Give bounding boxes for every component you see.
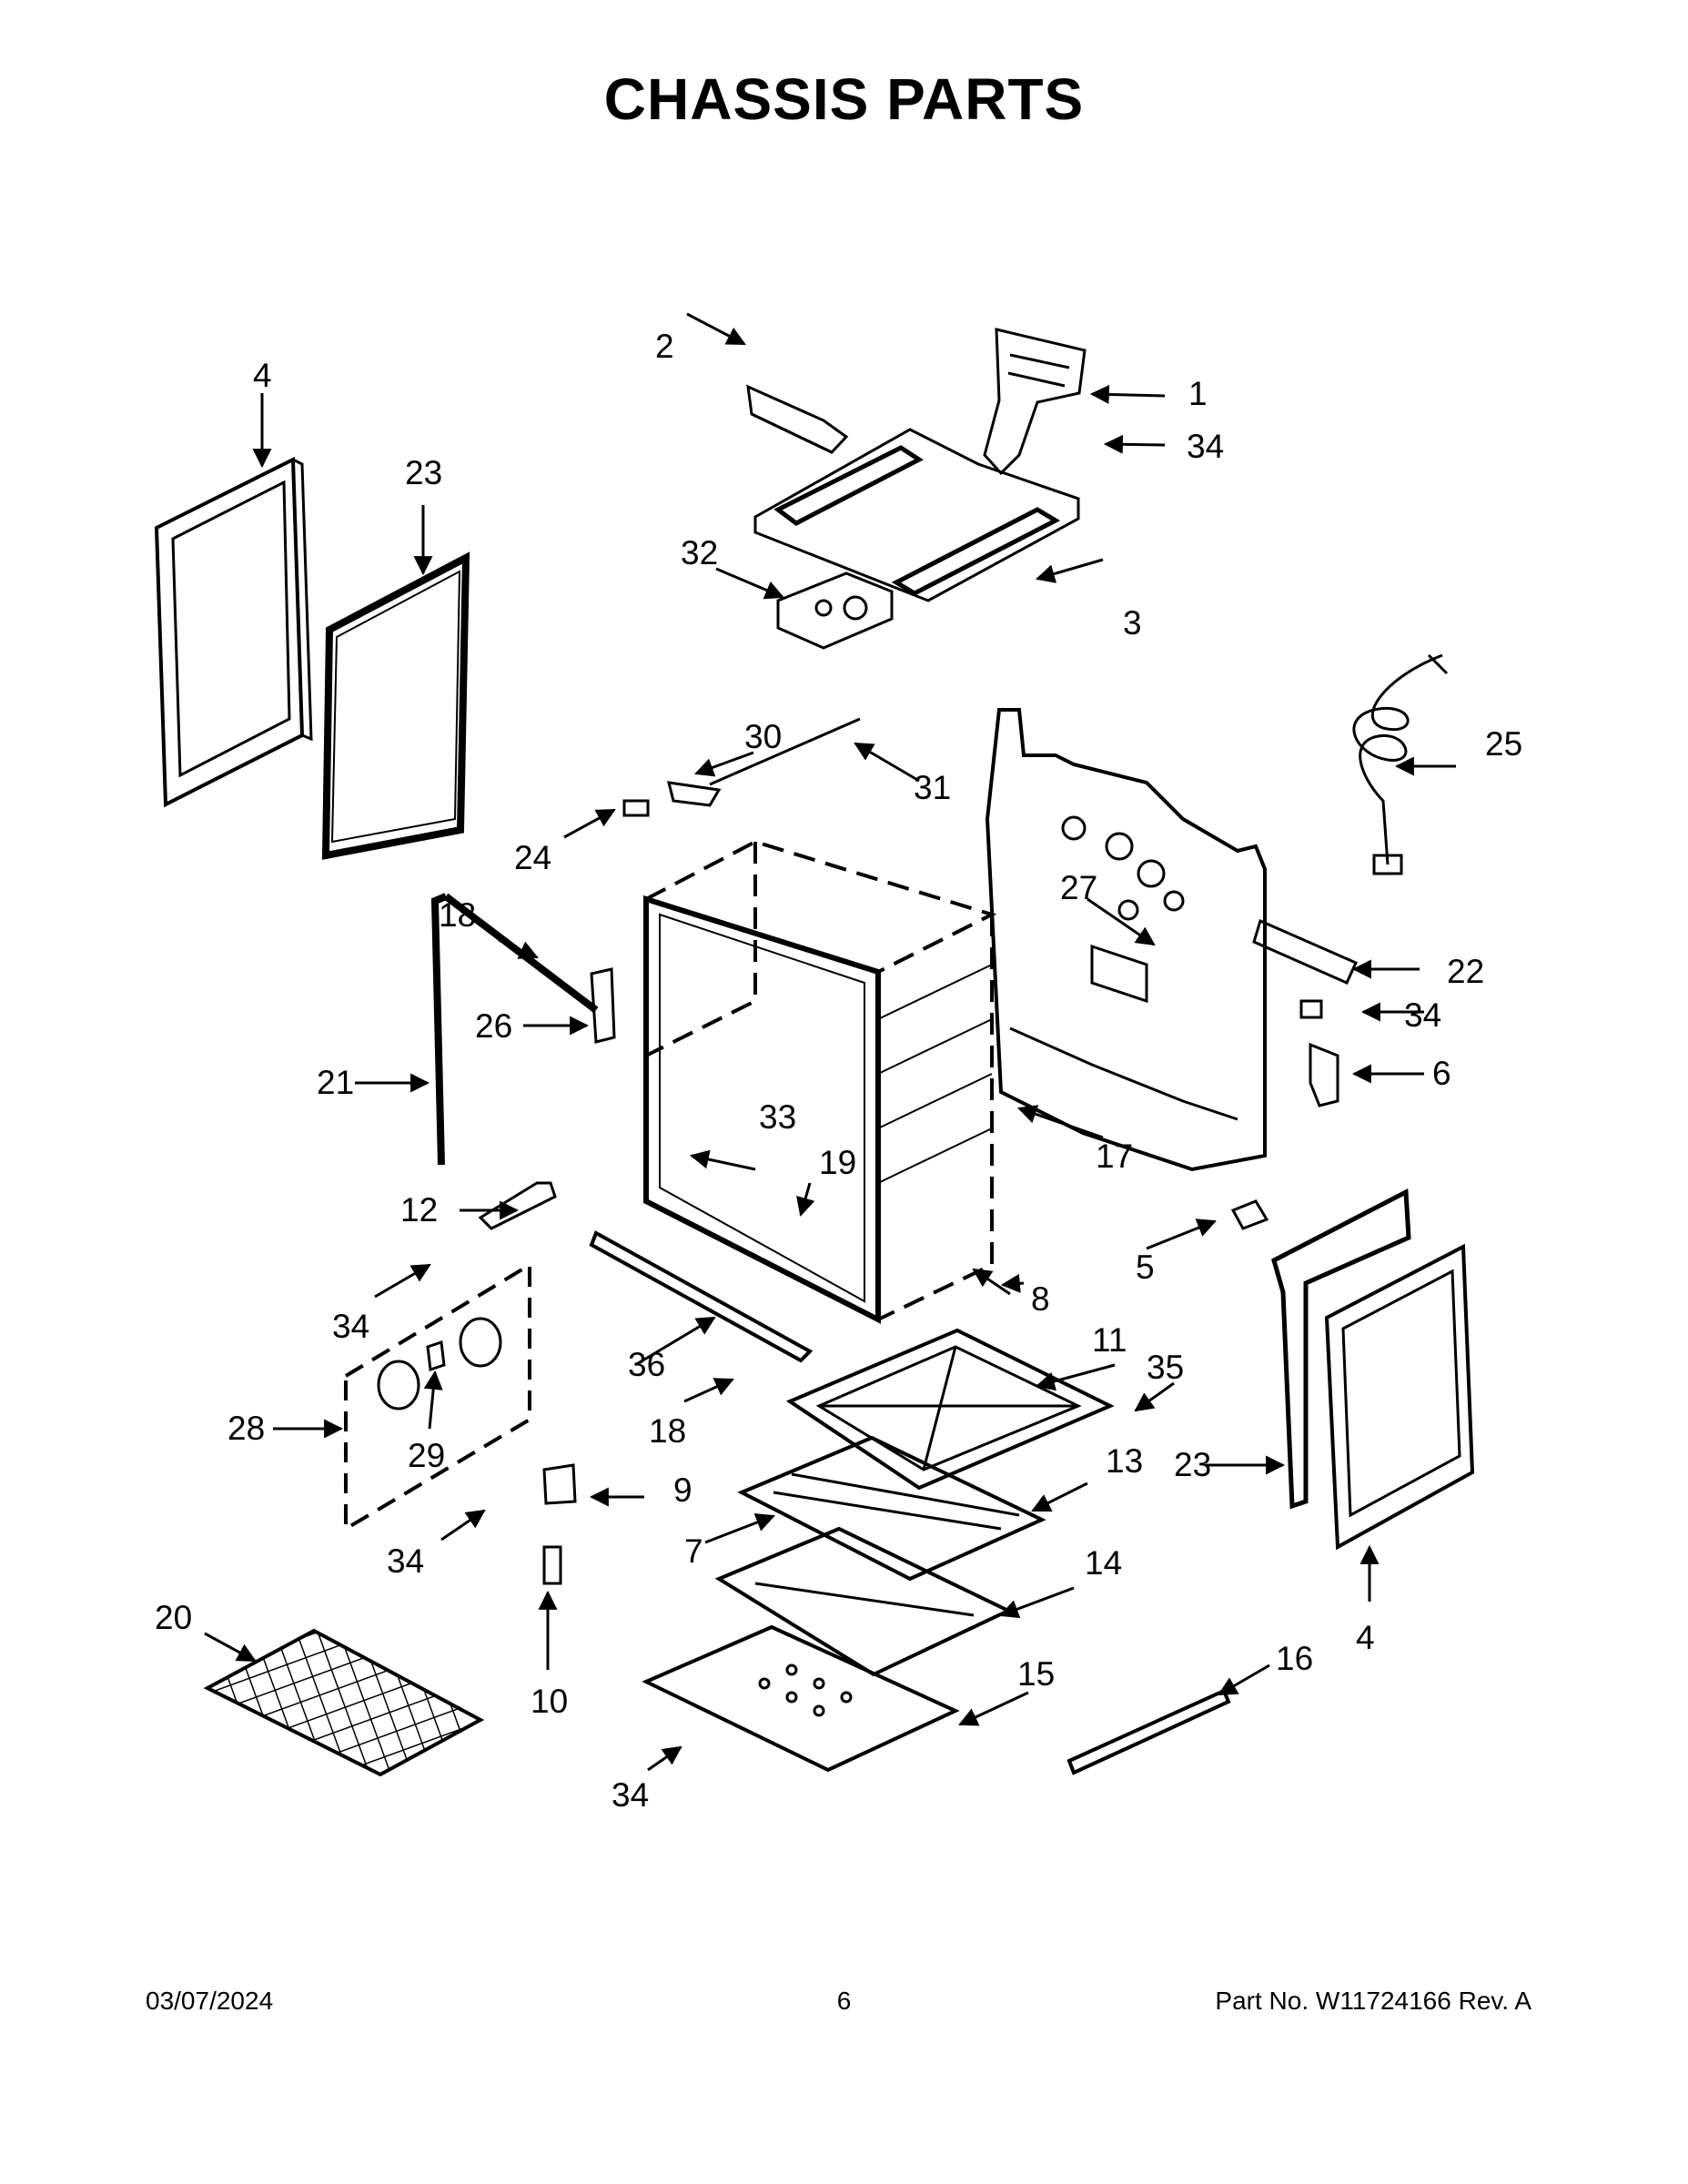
power-cord — [1352, 653, 1449, 875]
bottom-tray — [785, 1328, 1115, 1491]
oven-cavity — [643, 839, 997, 1324]
callout-8: 8 — [1031, 1280, 1050, 1318]
callout-1: 1 — [1188, 375, 1208, 412]
gasket — [430, 893, 599, 1166]
top-cover — [753, 428, 1080, 602]
rod — [709, 717, 861, 786]
side-panel-right — [1324, 1243, 1475, 1551]
callout-12: 12 — [400, 1191, 438, 1228]
callout-35: 35 — [1147, 1349, 1184, 1386]
callout-33: 33 — [759, 1098, 796, 1136]
pan — [714, 1526, 1013, 1677]
valve-fitting — [542, 1545, 562, 1585]
callout-34-top: 34 — [1187, 428, 1224, 465]
callout-6: 6 — [1432, 1055, 1451, 1092]
callout-25: 25 — [1485, 725, 1522, 763]
footer-page-number: 6 — [836, 1987, 852, 2015]
bottom-plate — [642, 1624, 960, 1773]
callout-23b: 23 — [1174, 1446, 1211, 1483]
callout-27: 27 — [1060, 869, 1097, 906]
side-panel-left — [154, 456, 313, 808]
hinge-bracket — [667, 781, 722, 807]
callout-16: 16 — [1276, 1640, 1313, 1677]
insulation-right — [1271, 1188, 1411, 1510]
callout-18b: 18 — [649, 1412, 686, 1450]
callout-5: 5 — [1136, 1249, 1155, 1286]
callout-21: 21 — [317, 1064, 354, 1101]
footer-part-number: Part No. W11724166 Rev. A — [1215, 1987, 1531, 2015]
burner-tray — [737, 1435, 1046, 1582]
callout-26: 26 — [475, 1007, 512, 1045]
callout-4b: 4 — [1356, 1619, 1375, 1656]
screw — [622, 799, 650, 817]
hinge — [590, 967, 616, 1044]
callout-11: 11 — [1092, 1321, 1127, 1359]
screw-right — [1299, 999, 1323, 1019]
callout-29: 29 — [408, 1437, 445, 1474]
callout-14: 14 — [1085, 1544, 1122, 1582]
back-panel — [985, 708, 1267, 1172]
callout-36: 36 — [628, 1346, 665, 1383]
page-title: CHASSIS PARTS — [603, 66, 1085, 132]
callout-24: 24 — [514, 839, 551, 876]
callout-31: 31 — [914, 769, 951, 806]
callout-10: 10 — [531, 1683, 568, 1720]
callout-28: 28 — [227, 1410, 265, 1447]
knob-set — [344, 1261, 531, 1532]
callout-32: 32 — [681, 534, 718, 571]
callout-2: 2 — [655, 328, 674, 365]
callout-4: 4 — [253, 357, 272, 394]
clip — [1230, 1199, 1269, 1230]
callout-17: 17 — [1096, 1138, 1133, 1175]
callout-20: 20 — [155, 1599, 192, 1636]
insulation-left — [321, 551, 470, 860]
rail — [1252, 918, 1358, 985]
top-bracket — [983, 328, 1087, 476]
callout-30: 30 — [744, 718, 782, 755]
callout-23: 23 — [405, 454, 442, 491]
valve — [542, 1463, 577, 1505]
igniter — [478, 1181, 557, 1230]
callout-34-bottom: 34 — [612, 1776, 649, 1814]
callout-19: 19 — [819, 1144, 856, 1181]
callout-9: 9 — [673, 1471, 692, 1509]
footer-date: 03/07/2024 — [146, 1987, 274, 2015]
vent-part — [746, 384, 849, 454]
callout-34-left: 34 — [332, 1308, 369, 1345]
slide-rail — [1066, 1688, 1231, 1775]
callout-22: 22 — [1447, 953, 1484, 990]
callout-34-valve: 34 — [387, 1542, 424, 1580]
callout-15: 15 — [1017, 1655, 1055, 1693]
callout-3: 3 — [1123, 604, 1142, 642]
callout-34-right: 34 — [1404, 996, 1441, 1034]
trim-strip — [589, 1230, 814, 1363]
switch-assembly — [776, 571, 894, 650]
callout-18: 18 — [439, 896, 476, 934]
callout-13: 13 — [1106, 1442, 1143, 1480]
callout-7: 7 — [684, 1532, 703, 1570]
oven-rack — [203, 1628, 485, 1777]
bracket-right — [1309, 1042, 1339, 1107]
